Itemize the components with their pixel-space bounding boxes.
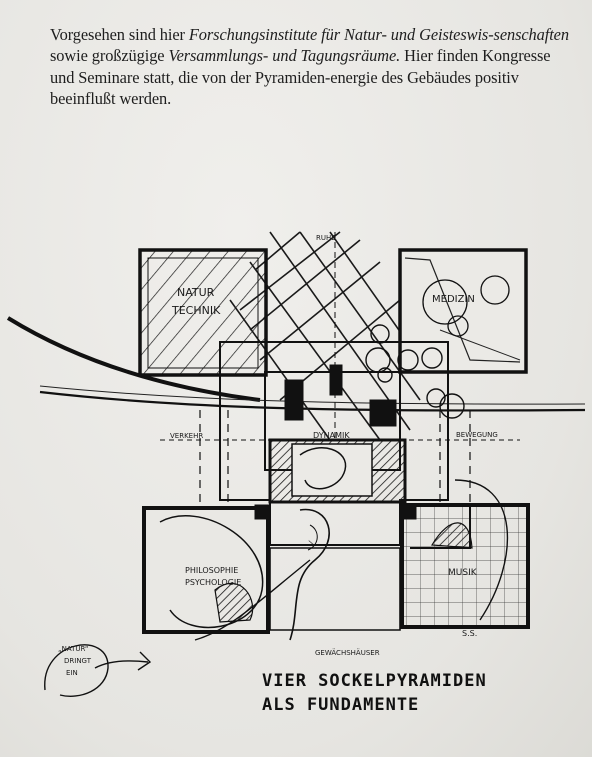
label-verkehr: VERKEHR (170, 432, 203, 440)
label-technik: TECHNIK (171, 304, 221, 317)
label-medizin: MEDIZIN (432, 294, 475, 305)
square-musik (400, 479, 530, 629)
central-cross-plan (160, 232, 520, 641)
horizontal-axis-line-2 (39, 385, 586, 405)
circle-cluster (365, 324, 465, 419)
label-dynamik: DYNAMIK (313, 431, 350, 440)
intro-text-5: Hier finden Kongresse und Seminare statt… (50, 46, 551, 109)
label-dringt: DRINGT (64, 657, 92, 665)
label-natur: NATUR (177, 286, 215, 299)
label-bewegung: BEWEGUNG (456, 431, 498, 439)
label-musik: MUSIK (448, 568, 478, 578)
label-ein: EIN (66, 669, 78, 677)
caption-line-2: ALS FUNDAMENTE (262, 695, 419, 715)
intro-paragraph: Vorgesehen sind hier Forschungsinstitute… (50, 24, 570, 110)
intro-text-1: Vorgesehen sind hier (50, 25, 189, 44)
caption-line-1: VIER SOCKELPYRAMIDEN (262, 671, 487, 691)
intro-text-3: sowie großzügige (50, 46, 169, 66)
label-psychologie: PSYCHOLOGIE (185, 578, 241, 587)
square-medizin (398, 248, 528, 374)
nature-arrow (44, 559, 311, 697)
label-philosophie: PHILOSOPHIE (185, 566, 238, 575)
label-gewaechshaeuser: GEWÄCHSHÄUSER (315, 648, 380, 657)
label-ruhe: RUHE (316, 234, 336, 242)
sweeping-curve-left (6, 316, 261, 402)
label-natur-quote: „NATUR“ (58, 645, 89, 653)
horizontal-axis-line (39, 390, 586, 412)
signature: S.S. (462, 629, 477, 638)
square-natur-technik (138, 248, 268, 377)
intro-text-assembly-rooms: Versammlungs- und Tagungsräume. (168, 46, 401, 66)
intro-text-research-institutes: Forschungsinstitute für Natur- und Geist… (188, 25, 569, 44)
